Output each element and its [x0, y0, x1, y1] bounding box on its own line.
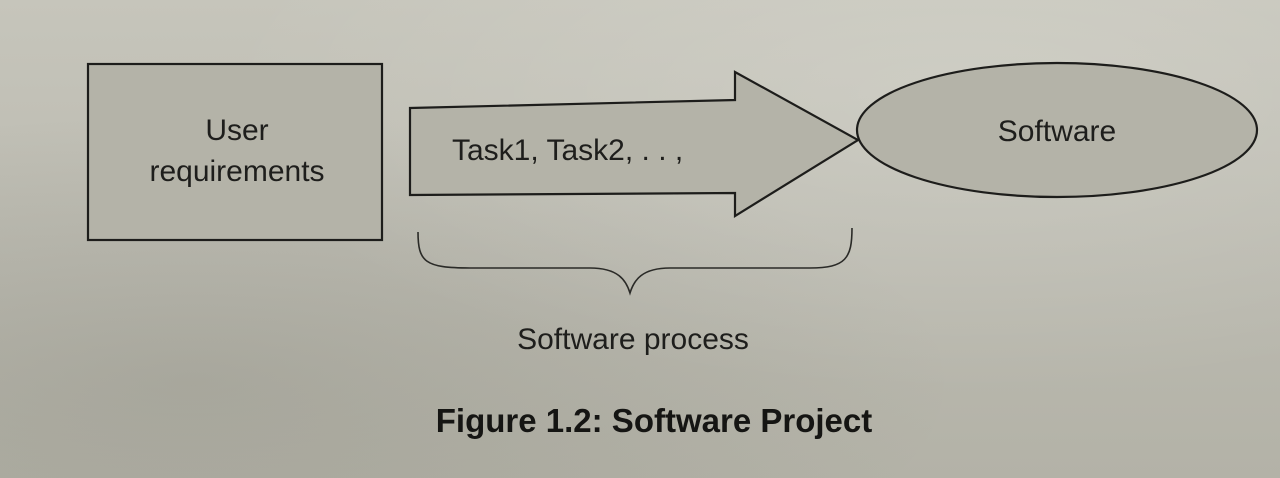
process-arrow-label: Task1, Task2, . . , — [452, 134, 683, 167]
software-process-label: Software process — [517, 323, 749, 356]
user-requirements-box — [86, 62, 384, 242]
software-ellipse — [855, 61, 1259, 199]
software-label: Software — [998, 115, 1116, 148]
user-requirements-label-line1: User — [205, 114, 268, 147]
figure-caption: Figure 1.2: Software Project — [436, 402, 872, 439]
user-requirements-label-line2: requirements — [149, 155, 324, 188]
software-process-brace — [417, 227, 853, 296]
process-arrow — [408, 70, 861, 218]
